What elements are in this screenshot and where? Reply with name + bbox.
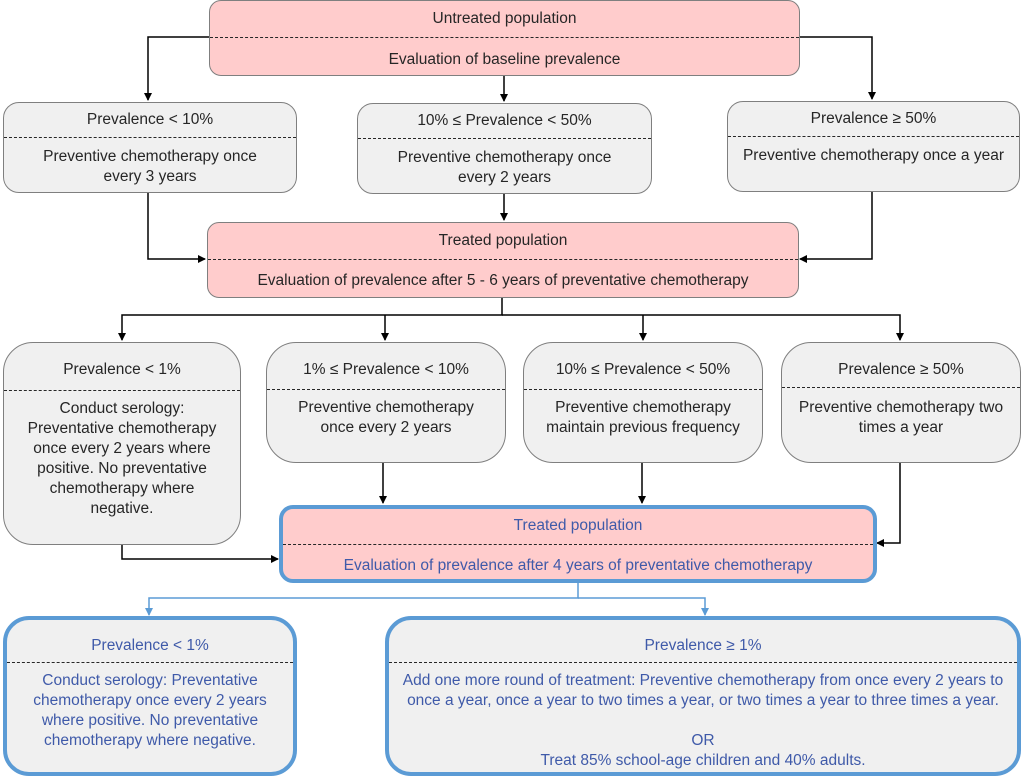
treated-1-title: Treated population <box>438 232 568 249</box>
untreated-population-box: Untreated population Evaluation of basel… <box>209 0 800 76</box>
baseline-option-high: Prevalence ≥ 50% Preventive chemotherapy… <box>727 101 1020 192</box>
condition-label: Prevalence < 1% <box>91 637 209 654</box>
condition-label: 1% ≤ Prevalence < 10% <box>303 361 469 378</box>
treated-population-2-box: Treated population Evaluation of prevale… <box>279 505 877 583</box>
divider <box>210 37 799 38</box>
divider <box>7 662 293 663</box>
treated-2-title: Treated population <box>513 517 643 534</box>
divider <box>283 544 873 545</box>
condition-label: Prevalence ≥ 50% <box>810 110 937 127</box>
treated-2-subtitle: Evaluation of prevalence after 4 years o… <box>343 557 813 574</box>
arrow-treated1-branch <box>118 297 503 341</box>
alternative-text: Treat 85% school-age children and 40% ad… <box>540 752 866 769</box>
treated-1-subtitle: Evaluation of prevalence after 5 - 6 yea… <box>257 272 749 289</box>
action-text: Preventive chemotherapy once a year <box>742 147 1005 164</box>
condition-label: Prevalence < 10% <box>86 111 214 128</box>
baseline-option-low: Prevalence < 10% Preventive chemotherapy… <box>3 102 297 193</box>
arrow-treated2-to-final-high <box>578 597 709 616</box>
condition-label: Prevalence ≥ 50% <box>838 361 964 378</box>
divider <box>389 662 1017 663</box>
condition-label: 10% ≤ Prevalence < 50% <box>555 361 731 378</box>
untreated-subtitle: Evaluation of baseline prevalence <box>388 51 621 68</box>
arrow-treated2-to-final-low <box>145 582 579 616</box>
divider <box>728 136 1019 137</box>
or-label: OR <box>691 732 715 749</box>
action-text: Preventive chemotherapy two times a year <box>798 399 1004 436</box>
arrow-low-to-treated1 <box>147 192 206 263</box>
arrow-high-to-treated1 <box>799 191 873 263</box>
arrow-untreated-to-high <box>799 36 876 100</box>
action-text: Preventive chemotherapy once every 2 yea… <box>397 149 612 186</box>
action-text: Preventive chemotherapy once every 3 yea… <box>43 148 257 185</box>
divider <box>4 390 240 391</box>
condition-label: Prevalence ≥ 1% <box>644 637 762 654</box>
divider <box>524 389 762 390</box>
second-option-lt1: Prevalence < 1% Conduct serology: Preven… <box>3 342 241 545</box>
arrow-lt1-to-treated2 <box>121 544 279 563</box>
second-option-10to50: 10% ≤ Prevalence < 50% Preventive chemot… <box>523 342 763 463</box>
action-text: Conduct serology: Preventative chemother… <box>27 400 217 517</box>
second-option-ge50: Prevalence ≥ 50% Preventive chemotherapy… <box>781 342 1021 463</box>
action-text: Conduct serology: Preventative chemother… <box>33 672 267 749</box>
treated-population-1-box: Treated population Evaluation of prevale… <box>207 222 799 298</box>
arrow-untreated-to-low <box>144 36 209 101</box>
untreated-title: Untreated population <box>432 10 577 27</box>
action-text: Preventive chemotherapy maintain previou… <box>546 399 740 436</box>
action-text: Preventive chemotherapy once every 2 yea… <box>298 399 474 436</box>
second-option-1to10: 1% ≤ Prevalence < 10% Preventive chemoth… <box>266 342 506 463</box>
divider <box>358 138 651 139</box>
condition-label: Prevalence < 1% <box>63 361 181 378</box>
condition-label: 10% ≤ Prevalence < 50% <box>417 112 592 129</box>
final-option-lt1: Prevalence < 1% Conduct serology: Preven… <box>3 616 297 776</box>
action-text: Add one more round of treatment: Prevent… <box>402 672 1004 709</box>
divider <box>782 387 1020 388</box>
divider <box>267 389 505 390</box>
divider <box>4 137 296 138</box>
final-option-ge1: Prevalence ≥ 1% Add one more round of tr… <box>385 616 1021 776</box>
arrow-ge50-to-treated2 <box>876 462 901 547</box>
divider <box>208 259 798 260</box>
baseline-option-mid: 10% ≤ Prevalence < 50% Preventive chemot… <box>357 103 652 194</box>
